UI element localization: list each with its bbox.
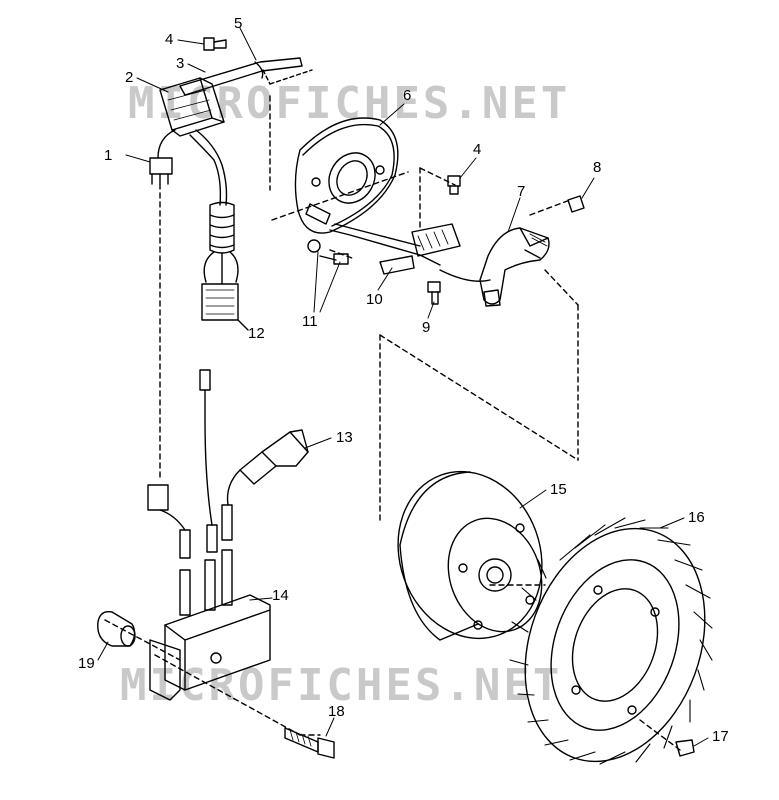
cdi-module xyxy=(147,369,271,701)
callout-4-mid: 4 xyxy=(473,141,481,158)
callout-11: 11 xyxy=(302,313,318,330)
screw-17 xyxy=(675,739,695,757)
watermark-bottom: MICROFICHES.NET xyxy=(120,660,562,711)
callout-3: 3 xyxy=(176,55,184,72)
flywheel xyxy=(397,470,543,641)
screw-4-mid xyxy=(447,175,461,195)
bolt-18 xyxy=(284,727,335,759)
callout-4-top: 4 xyxy=(165,31,173,48)
callout-13: 13 xyxy=(336,429,353,446)
stator-coils xyxy=(329,223,550,307)
callout-2: 2 xyxy=(125,69,133,86)
callout-17: 17 xyxy=(712,728,729,745)
callout-labels: 1 2 3 4 5 6 4 7 8 9 10 11 12 13 14 15 16… xyxy=(78,15,729,745)
screw-9 xyxy=(427,281,441,305)
callout-15: 15 xyxy=(550,481,567,498)
screw-8 xyxy=(567,195,585,213)
screws-11 xyxy=(307,239,349,265)
stator-plate xyxy=(269,95,399,234)
callout-6: 6 xyxy=(403,87,411,104)
callout-8: 8 xyxy=(593,159,601,176)
cooling-fan xyxy=(509,517,713,765)
wiring-harness xyxy=(149,57,313,481)
callout-9: 9 xyxy=(422,319,430,336)
guide-lines xyxy=(104,167,681,751)
callout-19: 19 xyxy=(78,655,95,672)
rectifier-block xyxy=(159,77,225,137)
leader-lines xyxy=(97,27,709,747)
callout-18: 18 xyxy=(328,703,345,720)
spark-plug-cap xyxy=(239,429,309,485)
callout-7: 7 xyxy=(517,183,525,200)
callout-10: 10 xyxy=(366,291,383,308)
spacer-19 xyxy=(97,611,136,647)
callout-1: 1 xyxy=(104,147,112,164)
callout-14: 14 xyxy=(272,587,289,604)
screw-4-top xyxy=(203,37,227,51)
callout-12: 12 xyxy=(248,325,265,342)
callout-5: 5 xyxy=(234,15,242,32)
callout-16: 16 xyxy=(688,509,705,526)
